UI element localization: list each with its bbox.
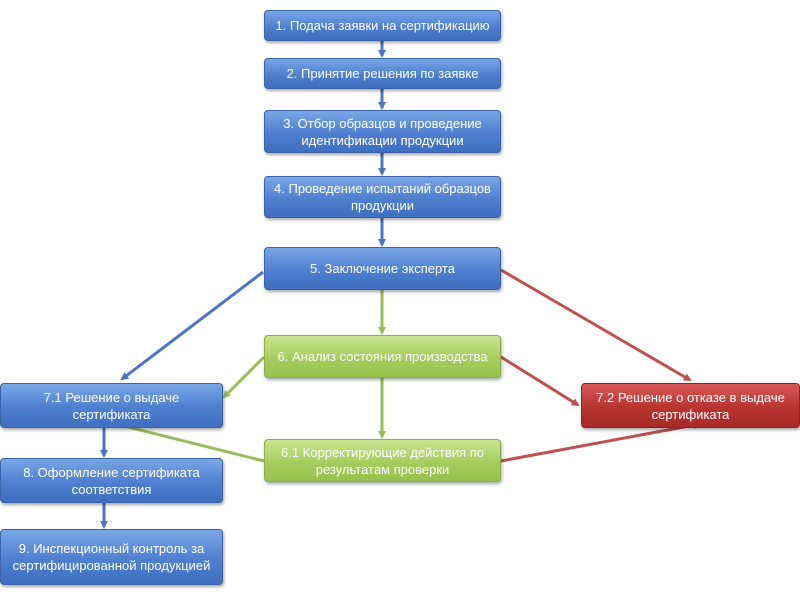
step-4-label: 4. Проведение испытаний образцов продукц… bbox=[274, 181, 491, 213]
step-9-inspection-control: 9. Инспекционный контроль за сертифициро… bbox=[0, 529, 223, 585]
arrow-6-71 bbox=[222, 355, 266, 399]
arrow-61-72 bbox=[500, 421, 702, 463]
step-6-production-analysis: 6. Анализ состояния производства bbox=[264, 335, 501, 378]
step-2-label: 2. Принятие решения по заявке bbox=[286, 66, 479, 81]
step-4-sample-testing: 4. Проведение испытаний образцов продукц… bbox=[264, 176, 501, 218]
step-5-label: 5. Заключение эксперта bbox=[310, 261, 455, 276]
step-3-label: 3. Отбор образцов и проведение идентифик… bbox=[283, 115, 482, 148]
arrow-61-71 bbox=[106, 419, 265, 463]
step-6-1-label: 6.1 Корректирующие действия по результат… bbox=[281, 444, 484, 477]
step-2-decision-on-application: 2. Принятие решения по заявке bbox=[264, 58, 501, 89]
step-6-label: 6. Анализ состояния производства bbox=[277, 349, 488, 364]
arrow-5-72 bbox=[500, 268, 692, 382]
step-1-application: 1. Подача заявки на сертификацию bbox=[264, 10, 501, 41]
step-6-1-corrective-actions: 6.1 Корректирующие действия по результат… bbox=[264, 439, 501, 482]
step-7-1-issue-decision: 7.1 Решение о выдаче сертификата bbox=[0, 383, 223, 428]
step-8-certificate-registration: 8. Оформление сертификата соответствия bbox=[0, 458, 223, 503]
arrow-6-72 bbox=[500, 355, 580, 407]
step-5-expert-conclusion: 5. Заключение эксперта bbox=[264, 247, 501, 290]
step-7-2-label: 7.2 Решение о отказе в выдаче сертификат… bbox=[596, 389, 785, 422]
step-9-label: 9. Инспекционный контроль за сертифициро… bbox=[12, 541, 211, 573]
step-7-2-refusal-decision: 7.2 Решение о отказе в выдаче сертификат… bbox=[581, 383, 800, 428]
step-7-1-label: 7.1 Решение о выдаче сертификата bbox=[43, 389, 180, 422]
step-3-sample-selection: 3. Отбор образцов и проведение идентифик… bbox=[264, 110, 501, 153]
arrow-5-71 bbox=[120, 270, 264, 381]
step-8-label: 8. Оформление сертификата соответствия bbox=[23, 464, 200, 497]
step-1-label: 1. Подача заявки на сертификацию bbox=[275, 18, 490, 33]
